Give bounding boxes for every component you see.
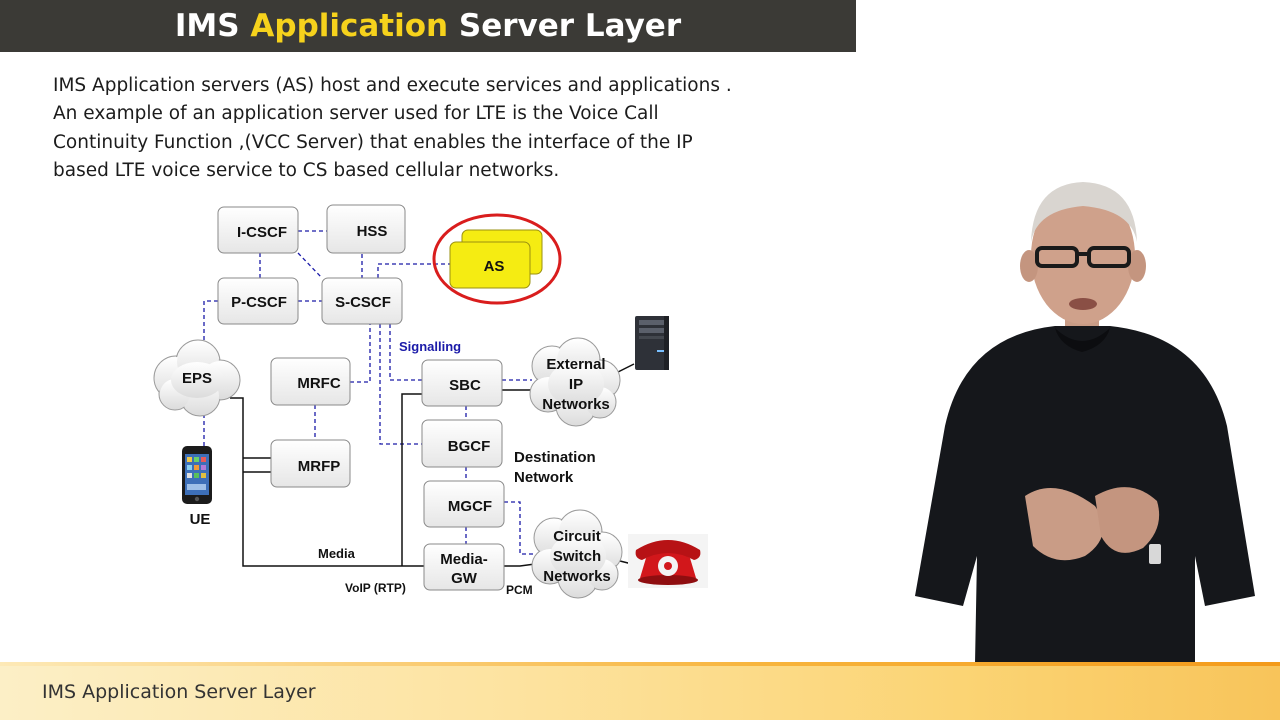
media-label: Media: [318, 546, 356, 561]
node-scscf: S-CSCF: [321, 277, 403, 325]
telephone-icon: [628, 534, 708, 588]
node-scscf-label: S-CSCF: [335, 294, 391, 311]
node-mgcf: MGCF: [423, 480, 505, 528]
node-media-gw-label-1: Media-: [440, 551, 488, 568]
phone-icon: [182, 446, 212, 504]
slide-title: IMS Application Server Layer: [0, 0, 856, 52]
intro-line: An example of an application server used…: [53, 103, 659, 125]
node-icscf: I-CSCF: [217, 206, 299, 254]
cloud-external-ip-label-1: External: [546, 356, 605, 373]
node-hss: HSS: [326, 204, 406, 254]
intro-line: based LTE voice service to CS based cell…: [53, 159, 560, 181]
footer-label: IMS Application Server Layer: [42, 681, 316, 703]
server-icon: [635, 316, 669, 370]
cloud-external-ip-networks: External IP Networks: [529, 337, 621, 427]
node-bgcf-label: BGCF: [448, 438, 491, 455]
node-pcscf: P-CSCF: [217, 277, 299, 325]
presenter-figure: [915, 182, 1255, 664]
highlight-ring: [432, 213, 562, 305]
cloud-circuit-switch-networks: Circuit Switch Networks: [531, 509, 623, 599]
node-sbc: SBC: [421, 359, 503, 407]
destination-network-label-2: Network: [514, 469, 574, 486]
intro-line: Continuity Function ,(VCC Server) that e…: [53, 131, 693, 153]
node-as-label: AS: [484, 258, 505, 275]
slide-title-part-3: Server Layer: [448, 8, 682, 44]
node-media-gw: Media- GW: [423, 543, 505, 591]
signalling-label: Signalling: [399, 339, 461, 354]
node-as: AS: [432, 213, 562, 305]
cloud-circuit-switch-label-2: Switch: [553, 548, 601, 565]
slide-title-accent: Application: [250, 8, 449, 44]
node-mrfc-label: MRFC: [297, 375, 340, 392]
node-bgcf: BGCF: [421, 419, 503, 468]
node-sbc-label: SBC: [449, 377, 481, 394]
node-media-gw-label-2: GW: [451, 570, 478, 587]
node-ue-label: UE: [190, 511, 211, 528]
intro-line: IMS Application servers (AS) host and ex…: [53, 75, 732, 96]
node-hss-label: HSS: [357, 223, 388, 240]
intro-paragraph: IMS Application servers (AS) host and ex…: [53, 72, 773, 185]
voip-rtp-label: VoIP (RTP): [345, 581, 406, 595]
footer-bar: [0, 662, 1280, 720]
media-links: [230, 363, 635, 567]
cloud-eps-label: EPS: [182, 370, 212, 387]
node-mrfp: MRFP: [270, 439, 351, 488]
cloud-eps: EPS: [153, 339, 241, 417]
pcm-label: PCM: [506, 583, 533, 597]
ims-architecture-diagram: I-CSCF HSS P-CSCF S-CSCF MRFC MRFP SBC B…: [153, 204, 708, 599]
destination-network-label-1: Destination: [514, 449, 596, 466]
signalling-links: [203, 230, 535, 555]
cloud-external-ip-label-2: IP: [569, 376, 583, 393]
cloud-circuit-switch-label-1: Circuit: [553, 528, 601, 545]
node-mgcf-label: MGCF: [448, 498, 492, 515]
node-pcscf-label: P-CSCF: [231, 294, 287, 311]
cloud-circuit-switch-label-3: Networks: [543, 568, 611, 585]
node-mrfc: MRFC: [270, 357, 351, 406]
slide-title-part-1: IMS: [174, 8, 251, 44]
node-mrfp-label: MRFP: [298, 458, 341, 475]
node-icscf-label: I-CSCF: [237, 224, 287, 241]
presenter-video: [915, 182, 1255, 664]
cloud-external-ip-label-3: Networks: [542, 396, 610, 413]
